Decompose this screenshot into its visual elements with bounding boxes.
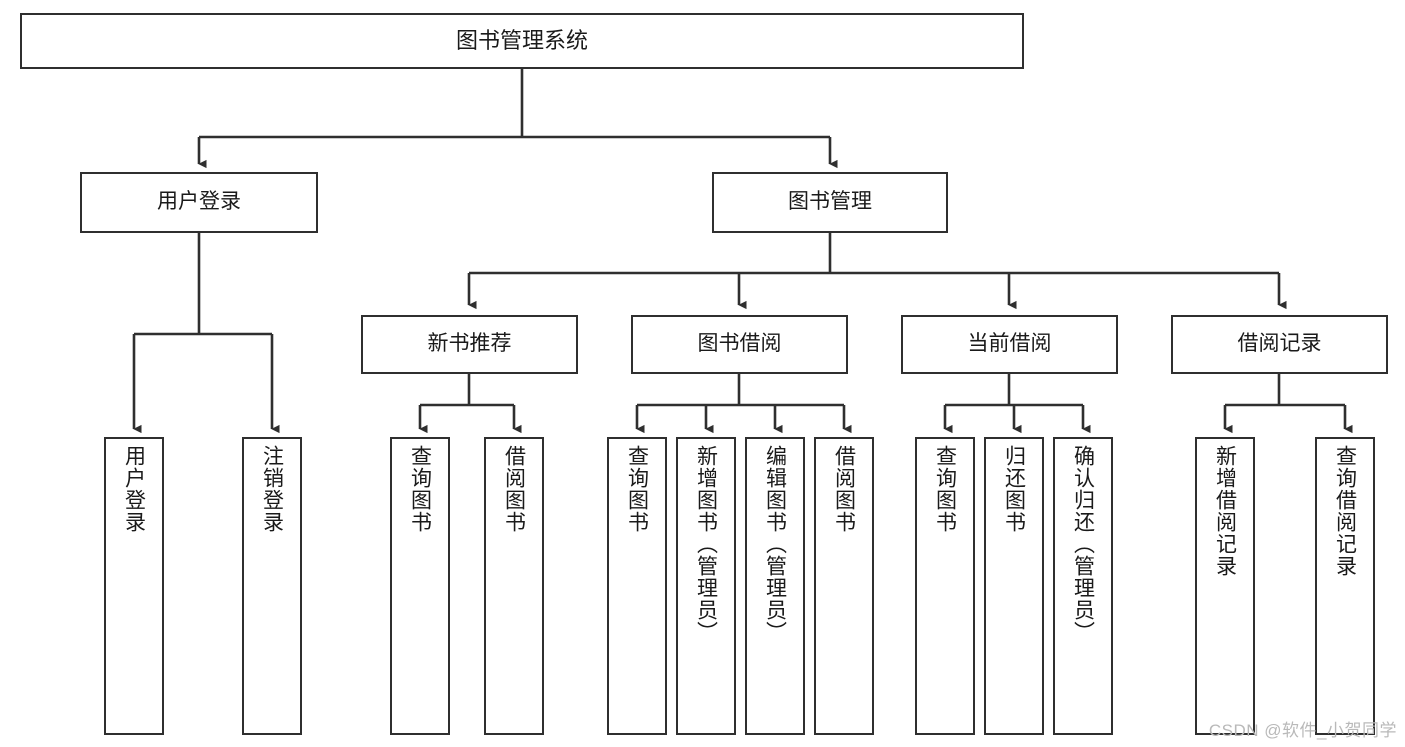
leaf-query-book-borrowing[interactable]: 查询图书 xyxy=(607,437,667,735)
node-book-borrowing[interactable]: 图书借阅 xyxy=(631,315,848,374)
node-borrowing-record[interactable]: 借阅记录 xyxy=(1171,315,1388,374)
node-current-borrowing[interactable]: 当前借阅 xyxy=(901,315,1118,374)
node-label: 借阅记录 xyxy=(1237,332,1322,356)
node-label: 图书管理系统 xyxy=(455,28,588,54)
node-label: 查询图书 xyxy=(933,445,957,533)
node-label: 查询借阅记录 xyxy=(1333,445,1357,577)
leaf-borrow-book-new-book[interactable]: 借阅图书 xyxy=(484,437,544,735)
leaf-add-borrowing-record[interactable]: 新增借阅记录 xyxy=(1195,437,1255,735)
node-label: 新增借阅记录 xyxy=(1213,445,1237,577)
node-book-management[interactable]: 图书管理 xyxy=(712,172,948,233)
node-label: 归还图书 xyxy=(1002,445,1026,533)
node-label: 注销登录 xyxy=(260,445,284,533)
leaf-user-login[interactable]: 用户登录 xyxy=(104,437,164,735)
leaf-confirm-return-admin[interactable]: 确认归还（管理员） xyxy=(1053,437,1113,735)
node-label: 借阅图书 xyxy=(502,445,526,533)
node-root-system[interactable]: 图书管理系统 xyxy=(20,13,1024,69)
leaf-borrow-book-borrowing[interactable]: 借阅图书 xyxy=(814,437,874,735)
leaf-query-book-current[interactable]: 查询图书 xyxy=(915,437,975,735)
leaf-add-book-admin[interactable]: 新增图书（管理员） xyxy=(676,437,736,735)
node-label: 图书借阅 xyxy=(697,332,782,356)
node-label: 用户登录 xyxy=(157,190,241,214)
node-label: 借阅图书 xyxy=(832,445,856,533)
node-label: 查询图书 xyxy=(408,445,432,533)
node-label: 图书管理 xyxy=(788,190,872,214)
node-label: 编辑图书（管理员） xyxy=(763,445,787,643)
leaf-query-book-new-book[interactable]: 查询图书 xyxy=(390,437,450,735)
node-new-book-recommendation[interactable]: 新书推荐 xyxy=(361,315,578,374)
node-label: 查询图书 xyxy=(625,445,649,533)
leaf-return-book[interactable]: 归还图书 xyxy=(984,437,1044,735)
node-label: 用户登录 xyxy=(122,445,146,533)
leaf-edit-book-admin[interactable]: 编辑图书（管理员） xyxy=(745,437,805,735)
node-label: 确认归还（管理员） xyxy=(1071,445,1095,643)
node-label: 新增图书（管理员） xyxy=(694,445,718,643)
node-label: 当前借阅 xyxy=(967,332,1052,356)
node-user-login[interactable]: 用户登录 xyxy=(80,172,318,233)
leaf-query-borrowing-record[interactable]: 查询借阅记录 xyxy=(1315,437,1375,735)
leaf-logout[interactable]: 注销登录 xyxy=(242,437,302,735)
node-label: 新书推荐 xyxy=(427,332,512,356)
